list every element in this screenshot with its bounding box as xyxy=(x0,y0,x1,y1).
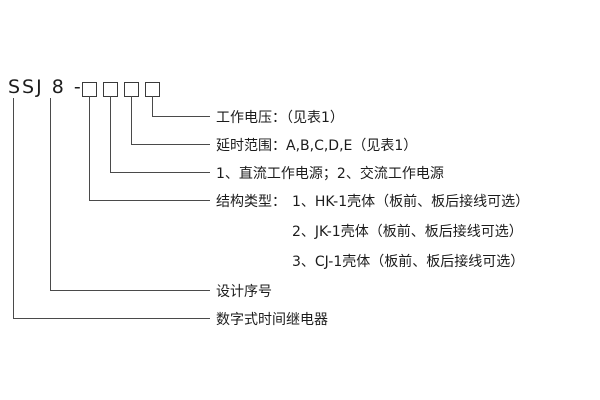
label-design-serial: 设计序号 xyxy=(216,284,272,300)
connector-vline-working-voltage xyxy=(152,96,153,116)
label-delay-range: 延时范围：A,B,C,D,E（见表1） xyxy=(216,138,418,154)
connector-vline-power-type xyxy=(110,96,111,172)
label-structure-type: 结构类型： 1、HK-1壳体（板前、板后接线可选） xyxy=(216,191,529,211)
connector-hline-working-voltage xyxy=(152,116,210,117)
connector-vline-structure-type xyxy=(89,96,90,200)
connector-hline-delay-range xyxy=(131,144,210,145)
label-structure-type-option-1: 1、HK-1壳体（板前、板后接线可选） xyxy=(292,194,530,210)
connector-hline-product-name xyxy=(13,318,210,319)
connector-vline-product-name xyxy=(13,98,14,318)
label-power-type: 1、直流工作电源；2、交流工作电源 xyxy=(216,166,444,182)
label-structure-type-option-3: 3、CJ-1壳体（板前、板后接线可选） xyxy=(292,254,525,270)
digit-box-working-voltage xyxy=(145,82,160,97)
connector-hline-design-serial xyxy=(50,290,210,291)
label-product-name: 数字式时间继电器 xyxy=(216,312,328,328)
digit-box-delay-range xyxy=(124,82,139,97)
label-structure-type-option-2: 2、JK-1壳体（板前、板后接线可选） xyxy=(292,224,523,240)
digit-box-power-type xyxy=(103,82,118,97)
digit-box-structure-type xyxy=(82,82,97,97)
connector-vline-design-serial xyxy=(50,98,51,290)
label-structure-type-title: 结构类型： xyxy=(216,194,286,210)
connector-vline-delay-range xyxy=(131,96,132,144)
connector-hline-power-type xyxy=(110,172,210,173)
label-working-voltage: 工作电压：（见表1） xyxy=(216,110,344,126)
model-prefix: SSJ 8 - xyxy=(8,76,83,98)
connector-hline-structure-type xyxy=(89,200,210,201)
